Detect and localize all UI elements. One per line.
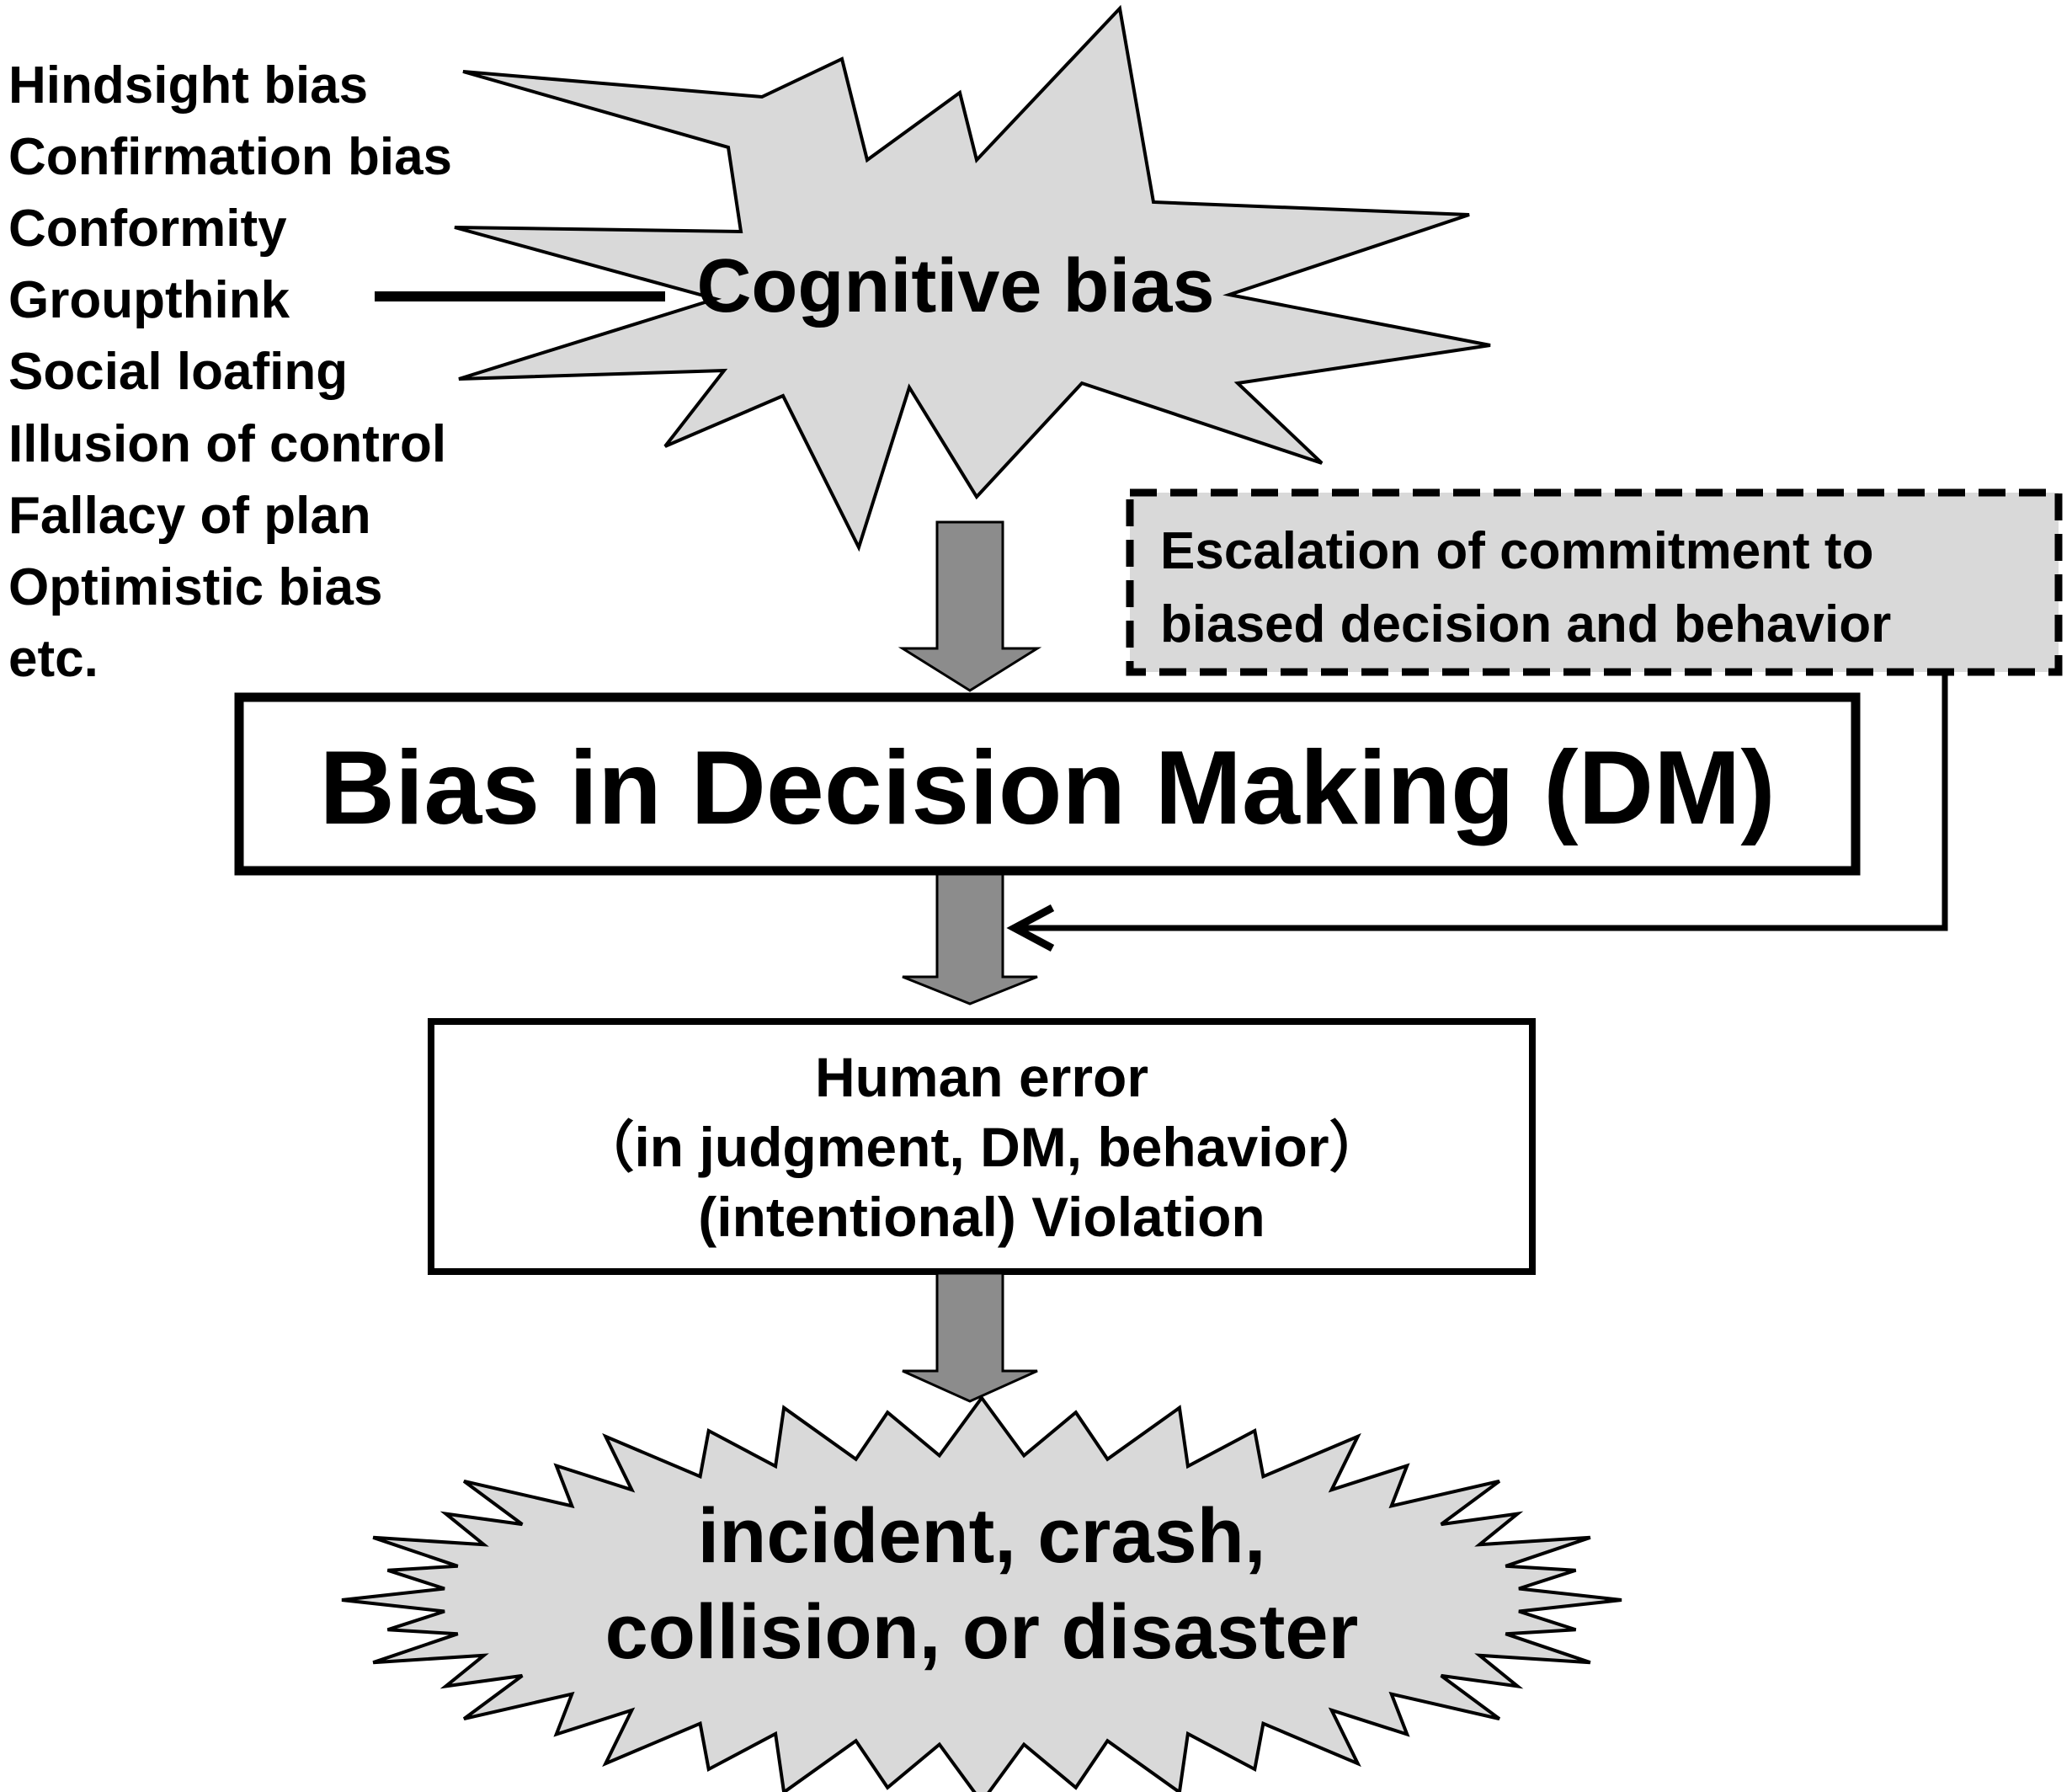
human-error-line-2: （in judgment, DM, behavior） <box>578 1116 1384 1178</box>
escalation-text-line-2: biased decision and behavior <box>1160 595 1891 653</box>
escalation-text-line-1: Escalation of commitment to <box>1160 522 1873 580</box>
human-error-box <box>428 1018 1536 1275</box>
bias-list-item: Fallacy of plan <box>8 487 371 545</box>
human-error-line-1: Human error <box>815 1046 1148 1108</box>
decision-making-label: Bias in Decision Making (DM) <box>319 730 1775 846</box>
outcome-line-1: incident, crash, <box>698 1493 1266 1579</box>
escalation-arrowhead <box>1006 904 1055 952</box>
arrow-cognitive-to-dm <box>898 520 1042 692</box>
bias-list-item: etc. <box>8 630 99 688</box>
bias-list-item: Confirmation bias <box>8 128 452 186</box>
cognitive-bias-burst <box>454 4 1491 552</box>
escalation-box <box>1126 488 2063 676</box>
outcome-line-2: collision, or disaster <box>605 1589 1359 1675</box>
human-error-line-3: (intentional) Violation <box>698 1186 1265 1248</box>
escalation-feedback-line <box>1015 672 1948 931</box>
bias-list-item: Conformity <box>8 200 287 258</box>
arrow-human-error-to-outcome <box>902 1272 1038 1403</box>
outcome-burst <box>341 1395 1622 1792</box>
bias-list-item: Illusion of control <box>8 415 446 473</box>
bias-list-item: Hindsight bias <box>8 56 368 115</box>
bias-list: Hindsight bias Confirmation bias Conform… <box>8 56 452 688</box>
bias-list-item: Optimistic bias <box>8 558 382 616</box>
decision-making-box <box>234 692 1861 876</box>
arrow-dm-to-human-error <box>902 871 1038 1005</box>
cognitive-bias-label: Cognitive bias <box>696 244 1214 328</box>
bias-list-item: Groupthink <box>8 271 290 329</box>
bias-list-item: Social loafing <box>8 343 348 401</box>
